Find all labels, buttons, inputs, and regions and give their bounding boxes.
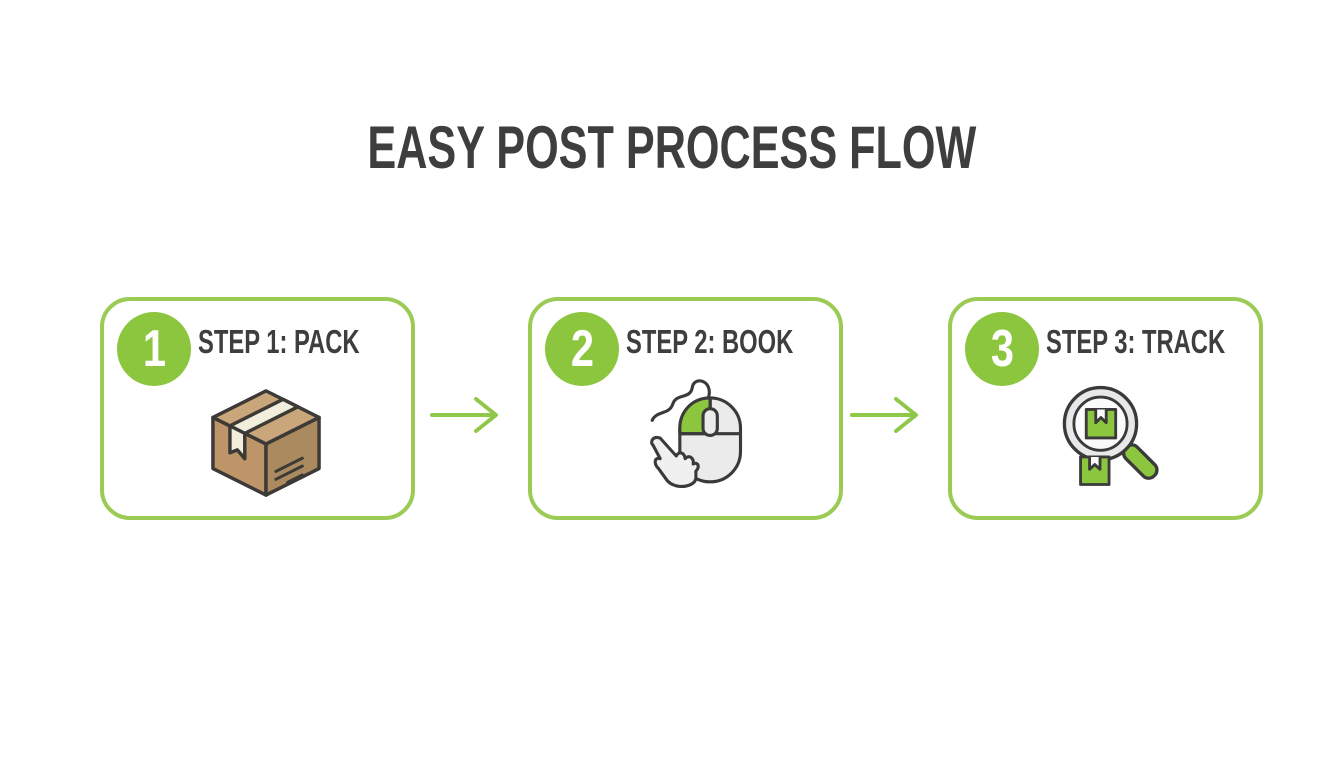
step-number: 3 — [990, 320, 1014, 378]
step-number-badge: 2 — [545, 312, 619, 386]
page-title-wrap: EASY POST PROCESS FLOW — [0, 118, 1344, 178]
mouse-click-icon — [637, 371, 753, 491]
step-card-pack: 1 STEP 1: PACK — [100, 297, 415, 520]
step-number: 2 — [570, 320, 594, 378]
arrow-right-icon — [430, 393, 502, 437]
step-label: STEP 3: TRACK — [1046, 323, 1226, 360]
step-card-book: 2 STEP 2: BOOK — [528, 297, 843, 520]
magnifier-package-icon — [1053, 380, 1167, 494]
package-box-icon — [205, 385, 327, 499]
step-number-badge: 3 — [965, 312, 1039, 386]
step-number-badge: 1 — [117, 312, 191, 386]
step-number: 1 — [142, 320, 166, 378]
step-label: STEP 1: PACK — [198, 323, 360, 360]
step-card-track: 3 STEP 3: TRACK — [948, 297, 1263, 520]
arrow-right-icon — [850, 393, 922, 437]
step-label: STEP 2: BOOK — [626, 323, 794, 360]
page-title: EASY POST PROCESS FLOW — [367, 114, 977, 181]
